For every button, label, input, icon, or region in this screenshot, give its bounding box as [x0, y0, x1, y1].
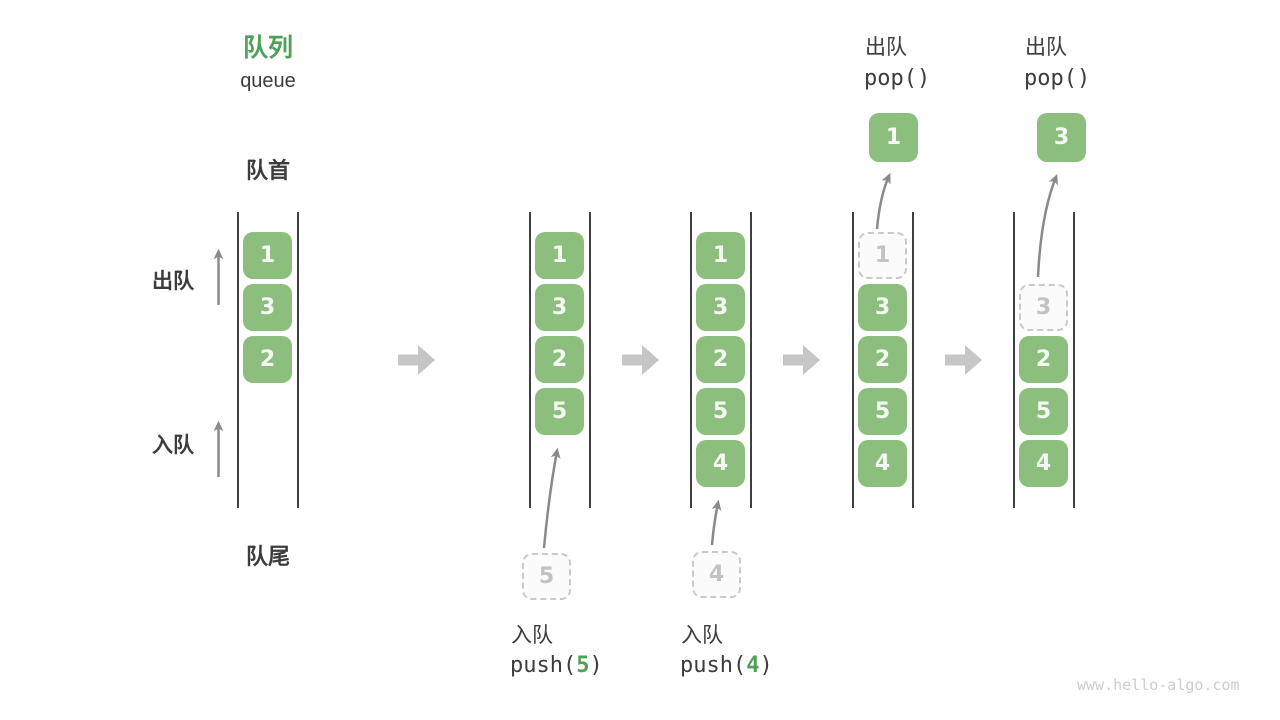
pop-arrow-icon	[1036, 173, 1058, 278]
push-callout-label: 入队	[511, 624, 553, 647]
step-arrow-icon	[783, 345, 820, 375]
queue-wall	[237, 212, 239, 508]
queue-cell: 4	[696, 440, 745, 487]
queue-cell: 5	[1019, 388, 1068, 435]
popped-value-cell: 1	[869, 113, 918, 162]
queue-cell: 1	[696, 232, 745, 279]
label-queue-rear: 队尾	[245, 544, 290, 569]
pop-arrow-icon	[875, 173, 891, 230]
queue-cell: 5	[535, 388, 584, 435]
queue-wall	[852, 212, 854, 508]
queue-wall	[589, 212, 591, 508]
queue-cell: 5	[858, 388, 907, 435]
queue-wall	[1013, 212, 1015, 508]
push-callout-code: push(4)	[680, 653, 773, 678]
push-callout-label: 入队	[681, 624, 723, 647]
push-arrow-icon	[542, 447, 561, 549]
label-dequeue: 出队	[152, 270, 194, 293]
push-code-close: )	[759, 653, 773, 678]
queue-cell: 3	[858, 284, 907, 331]
pop-callout-label: 出队	[1025, 36, 1067, 59]
step-arrow-icon	[398, 345, 435, 375]
queue-cell: 2	[696, 336, 745, 383]
queue-cell-removed: 3	[1019, 284, 1068, 331]
queue-cell: 2	[858, 336, 907, 383]
queue-wall	[1073, 212, 1075, 508]
step-arrow-icon	[622, 345, 659, 375]
diagram-subtitle: queue	[240, 70, 296, 92]
label-enqueue: 入队	[152, 434, 194, 457]
push-code-close: )	[589, 653, 603, 678]
label-queue-front: 队首	[245, 158, 290, 183]
queue-cell: 2	[1019, 336, 1068, 383]
pop-callout-label: 出队	[865, 36, 907, 59]
push-callout-code: push(5)	[510, 653, 603, 678]
staged-value-cell: 4	[692, 551, 741, 598]
queue-wall	[912, 212, 914, 508]
queue-cell: 1	[243, 232, 292, 279]
popped-value-cell: 3	[1037, 113, 1086, 162]
step-arrow-icon	[945, 345, 982, 375]
queue-cell: 2	[243, 336, 292, 383]
queue-cell: 3	[696, 284, 745, 331]
queue-cell: 2	[535, 336, 584, 383]
queue-wall	[690, 212, 692, 508]
queue-cell: 3	[535, 284, 584, 331]
queue-cell: 5	[696, 388, 745, 435]
queue-cell-removed: 1	[858, 232, 907, 279]
queue-cell: 3	[243, 284, 292, 331]
pop-callout-code: pop()	[864, 66, 931, 91]
queue-cell: 1	[535, 232, 584, 279]
queue-wall	[529, 212, 531, 508]
push-code-open: push(	[510, 653, 577, 678]
queue-wall	[297, 212, 299, 508]
push-code-open: push(	[680, 653, 747, 678]
staged-value-cell: 5	[522, 553, 571, 600]
queue-cell: 4	[1019, 440, 1068, 487]
watermark: www.hello-algo.com	[1077, 676, 1240, 694]
diagram-title: 队列	[242, 34, 293, 62]
pop-callout-code: pop()	[1024, 66, 1091, 91]
queue-cell: 4	[858, 440, 907, 487]
queue-wall	[750, 212, 752, 508]
push-code-arg: 4	[746, 653, 760, 678]
push-code-arg: 5	[576, 653, 590, 678]
push-arrow-icon	[710, 499, 722, 546]
